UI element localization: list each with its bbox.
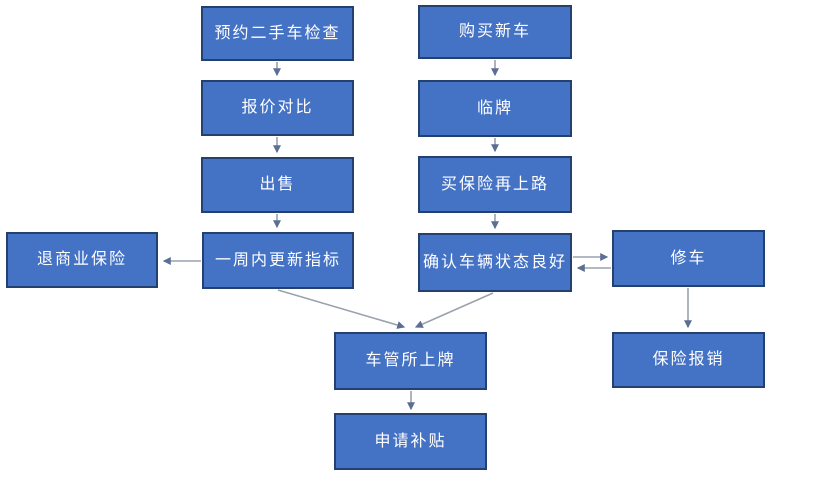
node-update-quota-within-week: 一周内更新指标 — [202, 232, 354, 289]
node-label: 预约二手车检查 — [214, 24, 341, 42]
node-insurance-reimbursement: 保险报销 — [612, 332, 765, 388]
node-label: 出售 — [259, 176, 296, 194]
node-temporary-plate: 临牌 — [418, 80, 572, 137]
node-label: 申请补贴 — [374, 432, 447, 450]
node-label: 买保险再上路 — [440, 175, 549, 193]
node-book-used-car-inspection: 预约二手车检查 — [201, 6, 354, 61]
node-label: 一周内更新指标 — [214, 251, 341, 269]
node-repair-car: 修车 — [612, 230, 765, 287]
node-refund-commercial-insurance: 退商业保险 — [6, 232, 158, 288]
node-label: 报价对比 — [241, 99, 314, 117]
node-label: 确认车辆状态良好 — [422, 253, 567, 271]
node-label: 保险报销 — [652, 351, 725, 369]
node-label: 修车 — [670, 249, 707, 267]
node-price-comparison: 报价对比 — [201, 80, 354, 136]
arrow-update-quota-to-dmv-registration — [277, 289, 406, 329]
node-buy-new-car: 购买新车 — [418, 5, 572, 59]
arrow-confirm-condition-to-dmv-registration — [414, 292, 494, 328]
node-label: 退商业保险 — [36, 251, 127, 269]
node-apply-for-subsidy: 申请补贴 — [334, 413, 487, 470]
node-sell: 出售 — [201, 157, 354, 213]
node-label: 临牌 — [476, 99, 513, 117]
node-buy-insurance-then-drive: 买保险再上路 — [418, 156, 572, 213]
node-label: 车管所上牌 — [365, 352, 456, 370]
node-label: 购买新车 — [458, 23, 531, 41]
node-confirm-vehicle-good-condition: 确认车辆状态良好 — [418, 233, 572, 292]
node-dmv-plate-registration: 车管所上牌 — [334, 332, 487, 390]
